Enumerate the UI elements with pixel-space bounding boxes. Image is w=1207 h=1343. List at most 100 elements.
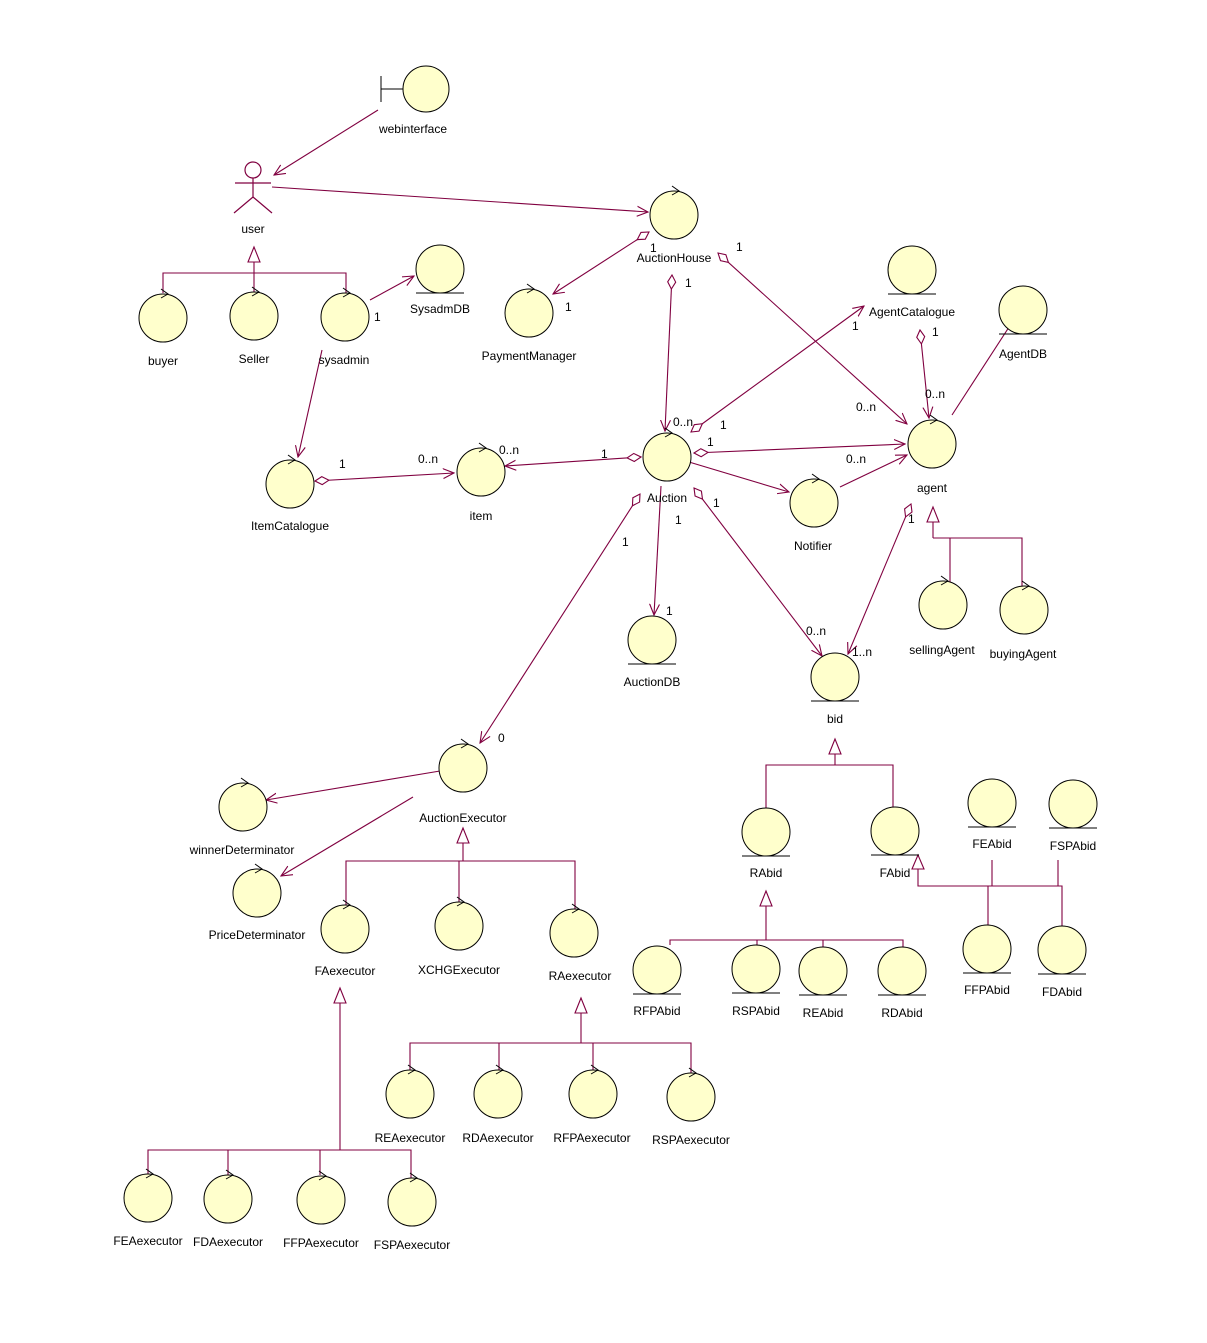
entity-icon (627, 615, 677, 665)
node-fdaexecutor[interactable]: FDAexecutor (193, 1169, 263, 1249)
edge-notifier-agent (839, 455, 907, 488)
node-sellingagent[interactable]: sellingAgent (909, 575, 975, 657)
control-icon (918, 575, 968, 630)
multiplicity: 1 (565, 300, 572, 314)
node-rdaexecutor[interactable]: RDAexecutor (462, 1064, 534, 1145)
node-label: bid (827, 712, 843, 726)
node-auctionexecutor[interactable]: AuctionExecutor (419, 738, 507, 825)
node-auctiondb[interactable]: AuctionDB (624, 615, 681, 689)
node-feaexecutor[interactable]: FEAexecutor (113, 1168, 183, 1248)
node-label: agent (917, 481, 948, 495)
node-buyer[interactable]: buyer (138, 288, 188, 368)
multiplicity: 1 (685, 276, 692, 290)
node-rabid[interactable]: RAbid (741, 807, 791, 880)
node-label: RAbid (750, 866, 783, 880)
entity-icon (962, 924, 1012, 974)
multiplicity: 1 (908, 512, 915, 526)
multiplicity: 1 (713, 496, 720, 510)
control-icon (218, 777, 268, 832)
control-icon (568, 1064, 618, 1119)
node-label: ItemCatalogue (251, 519, 329, 533)
entity-icon (998, 285, 1048, 335)
node-ffpabid[interactable]: FFPAbid (962, 924, 1012, 997)
multiplicity: 0..n (673, 415, 693, 429)
control-icon (666, 1067, 716, 1122)
node-label: FFPAbid (964, 983, 1010, 997)
control-icon (642, 427, 692, 482)
node-ffpaexecutor[interactable]: FFPAexecutor (283, 1170, 359, 1250)
generalization-bid (765, 737, 894, 808)
edge-agent-bid (848, 504, 911, 654)
node-rfpabid[interactable]: RFPAbid (632, 945, 682, 1018)
node-rdabid[interactable]: RDAbid (877, 946, 927, 1020)
node-rspaexecutor[interactable]: RSPAexecutor (652, 1067, 730, 1147)
control-icon (473, 1064, 523, 1119)
node-agent[interactable]: agent (907, 414, 957, 495)
node-rspabid[interactable]: RSPAbid (731, 944, 781, 1018)
multiplicity: 1 (622, 535, 629, 549)
generalization-rabid (669, 889, 904, 950)
node-feabid[interactable]: FEAbid (967, 778, 1017, 851)
control-icon (387, 1172, 437, 1227)
control-icon (320, 899, 370, 954)
node-label: winnerDeterminator (189, 843, 295, 857)
node-seller[interactable]: Seller (229, 286, 279, 366)
node-faexecutor[interactable]: FAexecutor (315, 899, 376, 978)
node-auction[interactable]: Auction (642, 427, 692, 505)
node-fspaexecutor[interactable]: FSPAexecutor (374, 1172, 450, 1252)
node-user[interactable]: user (233, 161, 273, 236)
entity-icon (415, 244, 465, 294)
control-icon (265, 454, 315, 509)
edge-auctionhouse-agent (718, 253, 907, 424)
node-paymentmanager[interactable]: PaymentManager (482, 283, 577, 363)
node-reabid[interactable]: REAbid (798, 946, 848, 1020)
multiplicity: 1 (675, 513, 682, 527)
node-auctionhouse[interactable]: AuctionHouse (637, 185, 712, 265)
node-label: sellingAgent (909, 643, 975, 657)
node-sysadmdb[interactable]: SysadmDB (410, 244, 470, 316)
node-notifier[interactable]: Notifier (789, 473, 839, 553)
entity-icon (810, 652, 860, 702)
node-sysadmin[interactable]: sysadmin (319, 287, 370, 367)
node-xchgexecutor[interactable]: XCHGExecutor (418, 896, 500, 977)
node-label: sysadmin (319, 353, 370, 367)
node-fspabid[interactable]: FSPAbid (1048, 779, 1098, 853)
edge-auction-agentcatalogue (691, 306, 864, 432)
node-itemcatalogue[interactable]: ItemCatalogue (251, 454, 329, 533)
node-rfpaexecutor[interactable]: RFPAexecutor (553, 1064, 631, 1145)
generalization-edges (147, 245, 1063, 1180)
entity-icon (632, 945, 682, 995)
control-icon (789, 473, 839, 528)
control-icon (296, 1170, 346, 1225)
multiplicity: 1 (650, 241, 657, 255)
node-label: PriceDeterminator (209, 928, 306, 942)
node-fabid[interactable]: FAbid (870, 806, 920, 880)
node-webinterface[interactable]: webinterface (378, 65, 450, 136)
node-item[interactable]: item (456, 442, 506, 523)
node-buyingagent[interactable]: buyingAgent (990, 580, 1057, 661)
node-label: FAbid (880, 866, 911, 880)
generalization-raexecutor (409, 996, 692, 1074)
node-pricedeterminator[interactable]: PriceDeterminator (209, 863, 306, 942)
multiplicity: 1 (736, 240, 743, 254)
control-icon (123, 1168, 173, 1223)
entity-icon (877, 946, 927, 996)
node-bid[interactable]: bid (810, 652, 860, 726)
node-agentcatalogue[interactable]: AgentCatalogue (869, 245, 955, 319)
node-label: RFPAbid (633, 1004, 680, 1018)
control-icon (504, 283, 554, 338)
node-winnerdeterminator[interactable]: winnerDeterminator (189, 777, 295, 857)
node-agentdb[interactable]: AgentDB (998, 285, 1048, 361)
entity-icon (1048, 779, 1098, 829)
association-edges (266, 109, 1022, 876)
multiplicity: 1 (720, 418, 727, 432)
node-label: AgentDB (999, 347, 1047, 361)
node-label: buyingAgent (990, 647, 1057, 661)
multiplicity: 1 (374, 310, 381, 324)
node-raexecutor[interactable]: RAexecutor (549, 903, 612, 983)
node-label: AuctionExecutor (419, 811, 506, 825)
node-reaexecutor[interactable]: REAexecutor (375, 1064, 446, 1145)
generalization-auctionexecutor (345, 826, 576, 910)
node-fdabid[interactable]: FDAbid (1037, 925, 1087, 999)
